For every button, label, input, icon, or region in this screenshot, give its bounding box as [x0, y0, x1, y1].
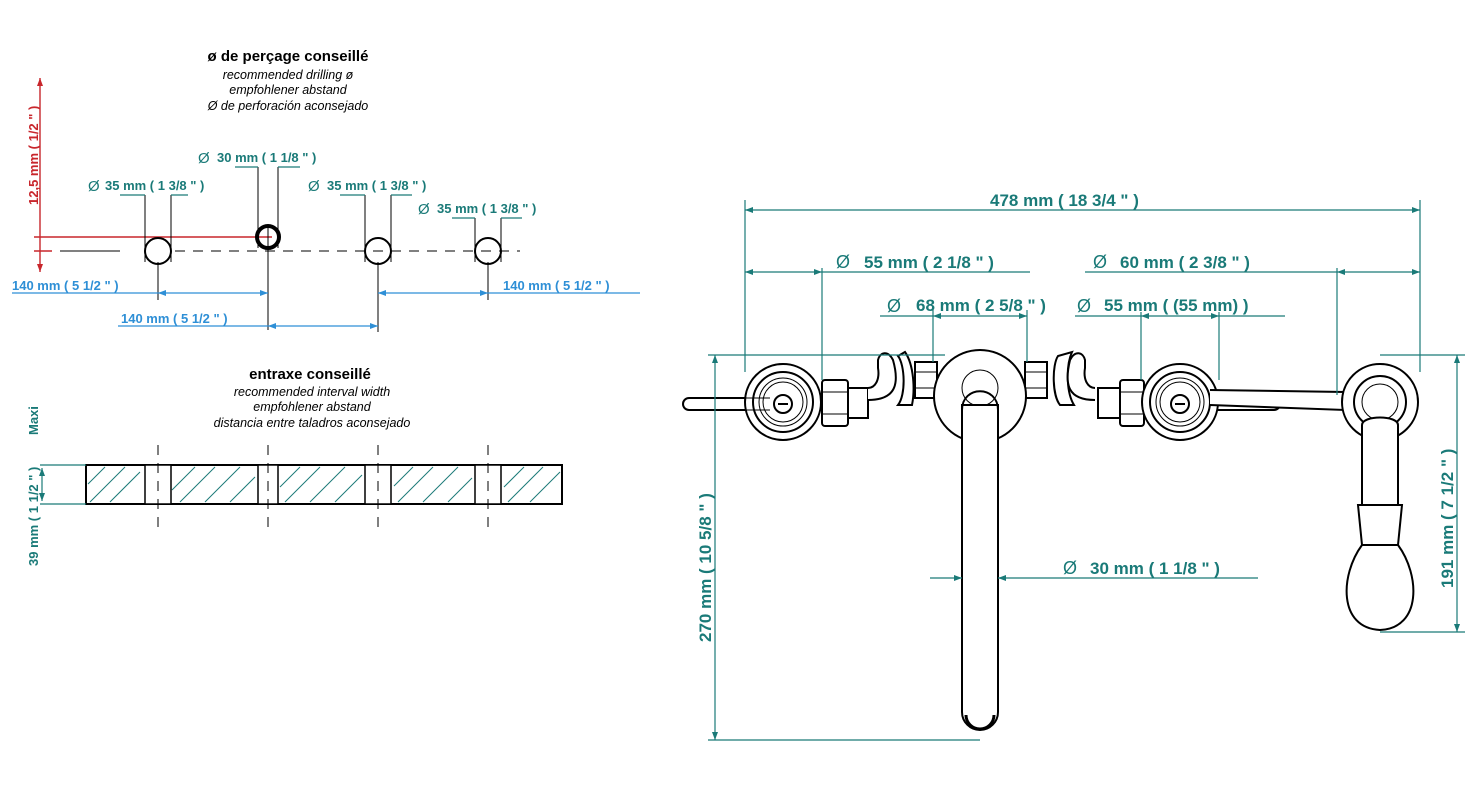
hole-1-diameter-label: 35 mm ( 1 3/8 " ): [105, 178, 204, 193]
drilling-header: ø de perçage conseillé recommended drill…: [207, 48, 369, 113]
diameter-symbol: Ø: [1093, 252, 1107, 272]
diameter-symbol: Ø: [1077, 296, 1091, 316]
interval-title: entraxe conseillé: [249, 366, 371, 383]
diameter-symbol: Ø: [887, 296, 901, 316]
diameter-symbol: Ø: [198, 150, 210, 167]
drilling-subtitle-de: empfohlener abstand: [229, 83, 347, 97]
hole-2-diameter-label: 30 mm ( 1 1/8 " ): [217, 150, 316, 165]
faucet-drawing: [682, 349, 1419, 731]
height-270-label: 270 mm ( 10 5/8 " ): [696, 493, 715, 642]
total-width-label: 478 mm ( 18 3/4 " ): [990, 191, 1139, 210]
diameter-symbol: Ø: [308, 178, 320, 195]
height-191-label: 191 mm ( 7 1/2 " ): [1438, 449, 1457, 588]
spacing-left-label: 140 mm ( 5 1/2 " ): [12, 278, 119, 293]
interval-subtitle-es: distancia entre taladros aconsejado: [214, 416, 411, 430]
center-flange-diameter-label: 68 mm ( 2 5/8 " ): [916, 296, 1046, 315]
diameter-symbol: Ø: [418, 201, 430, 218]
hand-shower-neck: [1361, 416, 1399, 506]
offset-label: 12,5 mm ( 1/2 " ): [26, 106, 41, 205]
interval-header: entraxe conseillé recommended interval w…: [214, 366, 411, 430]
right-flange-diameter-label: 55 mm ( (55 mm) ): [1104, 296, 1249, 315]
faucet-dimensions: 478 mm ( 18 3/4 " ) Ø 55 mm ( 2 1/8 " ) …: [696, 191, 1465, 741]
diverter-flange-diameter-label: 60 mm ( 2 3/8 " ): [1120, 253, 1250, 272]
spacing-dimensions: 140 mm ( 5 1/2 " ) 140 mm ( 5 1/2 " ) 14…: [12, 278, 640, 329]
offset-dimension: 12,5 mm ( 1/2 " ): [26, 78, 272, 272]
interval-maxi-label: Maxi: [26, 406, 41, 435]
hole-3-diameter-label: 35 mm ( 1 3/8 " ): [327, 178, 426, 193]
spout-diameter-label: 30 mm ( 1 1/8 " ): [1090, 559, 1220, 578]
drilling-title: ø de perçage conseillé: [208, 48, 369, 65]
hole-4-diameter-label: 35 mm ( 1 3/8 " ): [437, 201, 536, 216]
interval-height-dimension: 39 mm ( 1 1/2 " ) Maxi: [26, 406, 86, 566]
left-flange-diameter-label: 55 mm ( 2 1/8 " ): [864, 253, 994, 272]
interval-height-label: 39 mm ( 1 1/2 " ): [26, 467, 41, 566]
hole-1: [144, 237, 172, 265]
diameter-symbol: Ø: [836, 252, 850, 272]
drill-holes: [144, 167, 502, 332]
interval-plate: [85, 445, 563, 530]
hand-shower-head: [1345, 544, 1415, 632]
hole-diameter-labels: Ø 35 mm ( 1 3/8 " ) Ø 30 mm ( 1 1/8 " ) …: [88, 150, 536, 219]
drilling-subtitle-en: recommended drilling ø: [223, 68, 354, 82]
spacing-right-label: 140 mm ( 5 1/2 " ): [503, 278, 610, 293]
diameter-symbol: Ø: [88, 178, 100, 195]
interval-subtitle-de: empfohlener abstand: [253, 400, 371, 414]
drilling-subtitle-es: Ø de perforación aconsejado: [207, 99, 369, 113]
interval-subtitle-en: recommended interval width: [234, 385, 390, 399]
diameter-symbol: Ø: [1063, 558, 1077, 578]
spout: [961, 404, 999, 731]
spacing-mid-label: 140 mm ( 5 1/2 " ): [121, 311, 228, 326]
